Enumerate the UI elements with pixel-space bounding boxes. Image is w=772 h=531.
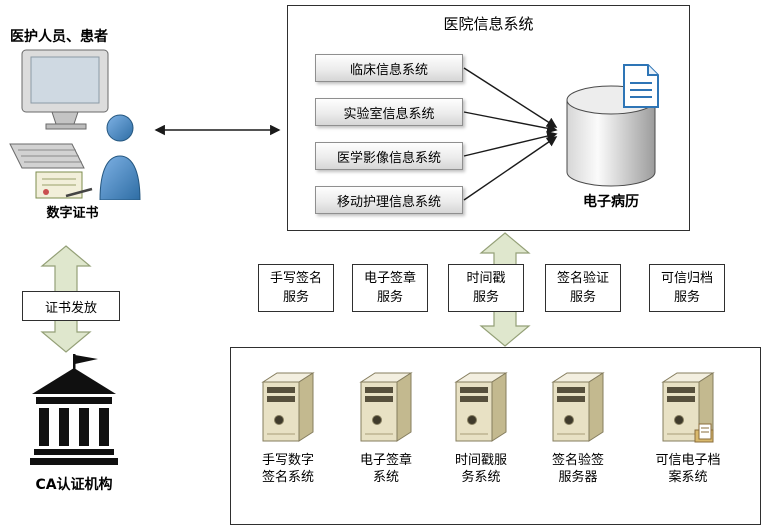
service-label: 时间戳: [466, 270, 506, 286]
server-label: 手写数字: [261, 453, 314, 468]
emr-label: 电子病历: [583, 194, 639, 210]
document-icon: [622, 63, 660, 109]
server-tower-icon: [359, 372, 413, 442]
computer-user-icon: [8, 48, 150, 201]
service-label: 服务: [569, 290, 596, 305]
signature-verification-service-box: 签名验证 服务: [545, 264, 621, 312]
lab-info-system-box: 实验室信息系统: [315, 98, 463, 126]
server-label: 系统: [372, 470, 399, 485]
service-label: 手写签名: [269, 270, 322, 286]
server-label: 时间戳服: [454, 453, 507, 468]
digital-cert-label: 数字证书: [46, 206, 99, 221]
server-tower-icon: [661, 372, 715, 443]
electronic-seal-server: 电子签章 系统: [338, 368, 434, 486]
imaging-info-system-box: 医学影像信息系统: [315, 142, 463, 170]
server-tower-icon: [551, 372, 605, 442]
server-label: 务系统: [461, 470, 501, 485]
handwritten-signature-server: 手写数字 签名系统: [240, 368, 336, 486]
server-label: 可信电子档: [655, 453, 721, 468]
server-tower-icon: [261, 372, 315, 442]
his-title: 医院信息系统: [443, 15, 534, 33]
trusted-archive-service-box: 可信归档 服务: [649, 264, 725, 312]
server-label: 签名验签: [551, 453, 604, 468]
server-label: 服务器: [558, 470, 598, 485]
ca-authority-label: CA认证机构: [35, 477, 113, 493]
service-label: 服务: [673, 290, 700, 305]
service-label: 服务: [282, 290, 309, 305]
cert-issuance-box: 证书发放: [22, 291, 120, 321]
trusted-archive-server: 可信电子档 案系统: [640, 368, 736, 486]
server-label: 电子签章: [359, 453, 412, 468]
clinical-info-system-box: 临床信息系统: [315, 54, 463, 82]
lab-info-system-label: 实验室信息系统: [343, 106, 435, 122]
cert-issuance-label: 证书发放: [44, 300, 97, 316]
handwritten-signature-service-box: 手写签名 服务: [258, 264, 334, 312]
service-label: 电子签章: [363, 270, 416, 286]
document-folder-icon: [694, 423, 714, 443]
service-label: 服务: [376, 290, 403, 305]
users-label: 医护人员、患者: [10, 29, 108, 45]
mobile-nursing-system-box: 移动护理信息系统: [315, 186, 463, 214]
service-label: 服务: [472, 290, 499, 305]
clinical-info-system-label: 临床信息系统: [349, 62, 428, 78]
server-label: 案系统: [668, 470, 708, 485]
timestamp-server: 时间戳服 务系统: [433, 368, 529, 486]
electronic-seal-service-box: 电子签章 服务: [352, 264, 428, 312]
timestamp-service-box: 时间戳 服务: [448, 264, 524, 312]
signature-verification-server: 签名验签 服务器: [530, 368, 626, 486]
server-tower-icon: [454, 372, 508, 442]
server-label: 签名系统: [261, 470, 314, 485]
service-label: 可信归档: [660, 270, 713, 286]
imaging-info-system-label: 医学影像信息系统: [336, 150, 441, 166]
bank-building-icon: [26, 354, 122, 466]
service-label: 签名验证: [556, 270, 609, 286]
mobile-nursing-system-label: 移动护理信息系统: [336, 194, 441, 210]
